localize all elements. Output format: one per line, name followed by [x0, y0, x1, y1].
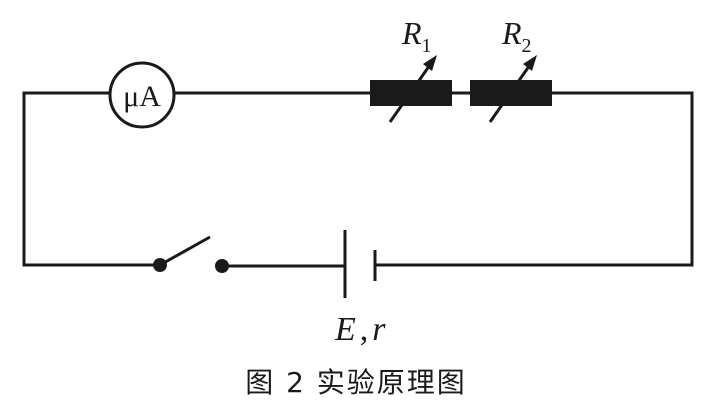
microammeter: μA: [108, 61, 176, 129]
battery-label: E,r: [334, 311, 386, 348]
rheostat-r1: R1: [370, 15, 452, 123]
figure-caption: 图 2 实验原理图: [245, 366, 467, 399]
microammeter-label: μA: [123, 80, 161, 113]
r1-label: R1: [401, 15, 432, 57]
variable-arrow-icon: [523, 55, 537, 71]
variable-arrow-icon: [423, 55, 437, 71]
r2-label: R2: [501, 15, 532, 57]
battery: E,r: [334, 230, 386, 348]
switch: [153, 235, 229, 273]
bottom-wire: [22, 263, 694, 268]
rheostat-r2: R2: [470, 15, 552, 123]
